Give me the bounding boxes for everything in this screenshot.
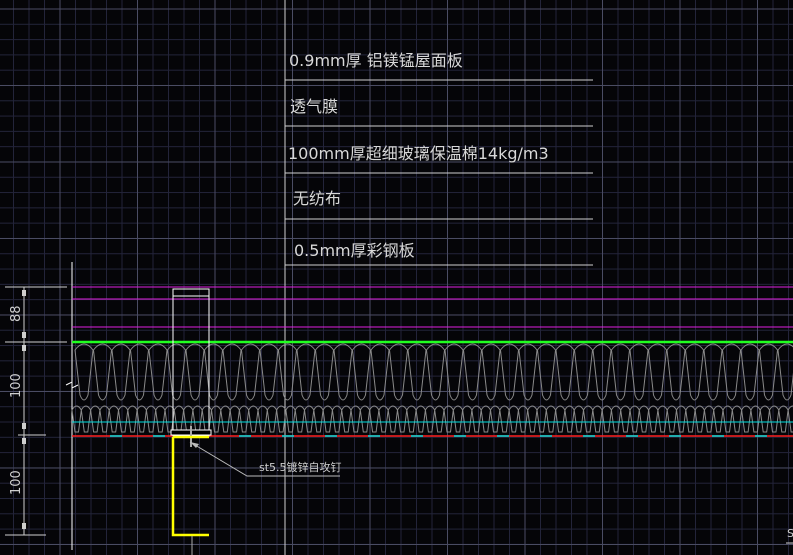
layer-label-insulation: 100mm厚超细玻璃保温棉14kg/m3 (288, 144, 549, 163)
dimension-100-purlin: 100 (9, 470, 24, 495)
layer-label-membrane: 透气膜 (290, 97, 338, 116)
insulation-hatch (71, 343, 793, 433)
dimension-88: 88 (9, 305, 24, 322)
insulation-loops (71, 343, 793, 433)
corner-mark: S (787, 527, 793, 540)
break-symbol-icon (65, 381, 79, 389)
dimension-chain (5, 286, 67, 536)
dimension-100-insulation: 100 (9, 373, 24, 398)
c-purlin (171, 435, 209, 537)
dimension-arrows (22, 290, 26, 529)
support-bracket (172, 288, 210, 437)
layer-label-roof-panel: 0.9mm厚 铝镁锰屋面板 (289, 51, 463, 70)
layer-label-steel-sheet: 0.5mm厚彩钢板 (294, 241, 415, 260)
layer-label-table: 0.9mm厚 铝镁锰屋面板 透气膜 100mm厚超细玻璃保温棉14kg/m3 无… (285, 51, 593, 266)
layer-label-non-woven: 无纺布 (293, 189, 341, 208)
fastener-leader (189, 441, 340, 477)
fastener-label: st5.5镀锌自攻钉 (259, 460, 342, 474)
